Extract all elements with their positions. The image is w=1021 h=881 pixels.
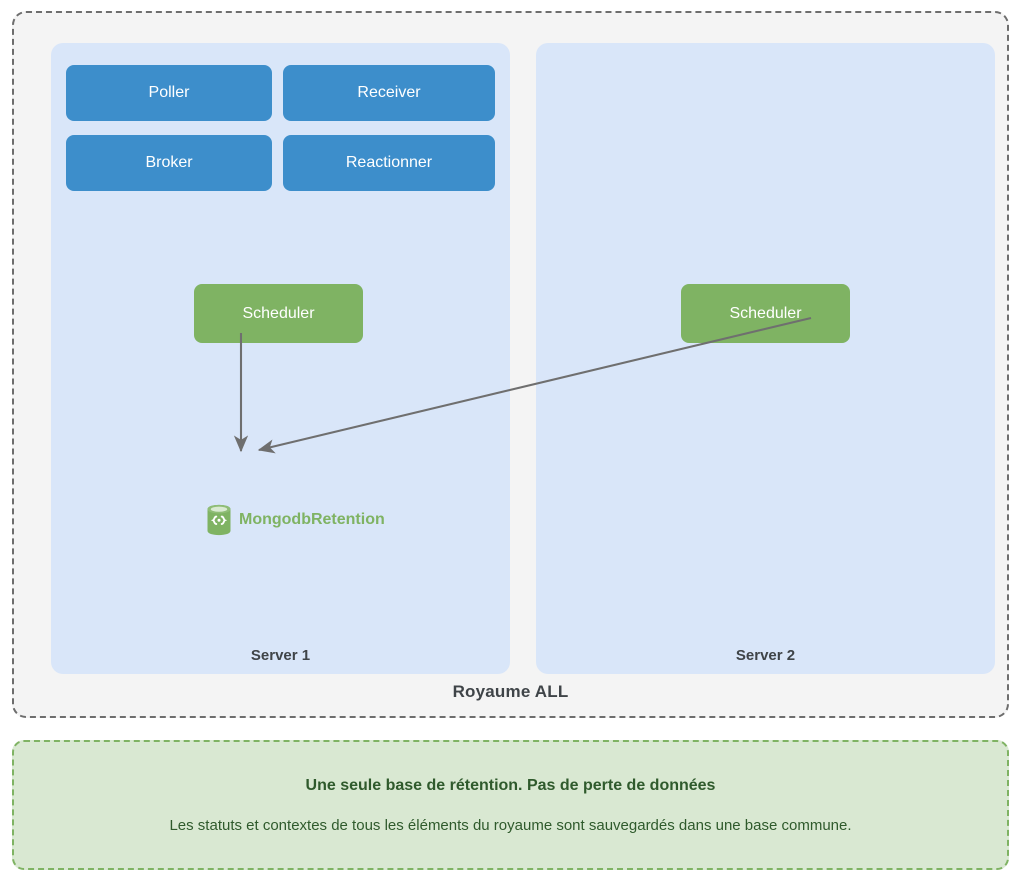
server-panel-2-label: Server 2: [735, 647, 796, 664]
note-panel: Une seule base de rétention. Pas de pert…: [12, 740, 1009, 870]
node-broker-label: Broker: [145, 154, 193, 172]
database-cylinder-icon: [206, 504, 232, 536]
realm-label: Royaume ALL: [452, 682, 569, 701]
realm-container: Poller Receiver Broker Reactionner Sched…: [12, 11, 1009, 718]
node-broker[interactable]: Broker: [66, 135, 272, 191]
node-reactionner-label: Reactionner: [345, 154, 433, 172]
note-title: Une seule base de rétention. Pas de pert…: [305, 776, 716, 794]
node-scheduler-server-1-label: Scheduler: [242, 304, 315, 322]
node-reactionner[interactable]: Reactionner: [283, 135, 495, 191]
node-scheduler-server-1[interactable]: Scheduler: [194, 284, 363, 343]
node-poller-label: Poller: [148, 84, 190, 102]
node-receiver-label: Receiver: [357, 84, 421, 102]
node-mongodb-retention-label: MongodbRetention: [239, 511, 385, 528]
server-panel-1-label: Server 1: [250, 647, 311, 664]
node-scheduler-server-2[interactable]: Scheduler: [681, 284, 850, 343]
node-receiver[interactable]: Receiver: [283, 65, 495, 121]
server-panel-2: Scheduler Server 2: [536, 43, 995, 674]
node-scheduler-server-2-label: Scheduler: [729, 304, 802, 322]
note-body: Les statuts et contextes de tous les élé…: [169, 816, 852, 834]
server-panel-1: Poller Receiver Broker Reactionner Sched…: [51, 43, 510, 674]
node-mongodb-retention[interactable]: MongodbRetention: [206, 504, 385, 536]
node-poller[interactable]: Poller: [66, 65, 272, 121]
